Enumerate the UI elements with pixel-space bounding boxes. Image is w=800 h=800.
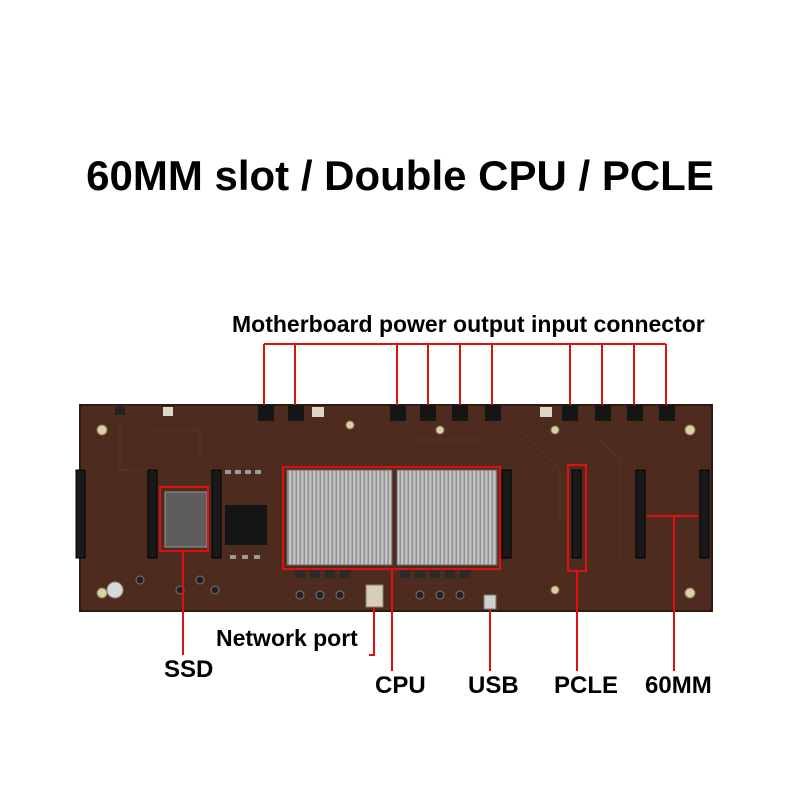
pcie-slots xyxy=(75,469,710,559)
mounting-holes xyxy=(96,420,696,599)
pcle-label: PCLE xyxy=(554,672,619,699)
ssd-slot xyxy=(164,491,208,548)
cpu-heatsink-left xyxy=(286,469,393,566)
cpu-heatsink-right xyxy=(396,469,498,566)
usb-label: USB xyxy=(468,672,519,699)
network-port-label: Network port xyxy=(216,625,358,651)
power-connector-label: Motherboard power output input connector xyxy=(232,311,705,337)
usb-port xyxy=(483,594,497,610)
chipset xyxy=(225,505,267,545)
ssd-label: SSD xyxy=(164,656,214,683)
slot-60mm-label: 60MM xyxy=(645,672,712,699)
cmos-battery xyxy=(106,581,124,599)
power-connectors xyxy=(258,405,675,421)
network-port xyxy=(365,584,384,608)
cpu-label: CPU xyxy=(375,672,426,699)
annotation-lines xyxy=(159,343,698,671)
page-title: 60MM slot / Double CPU / PCLE xyxy=(86,152,714,199)
